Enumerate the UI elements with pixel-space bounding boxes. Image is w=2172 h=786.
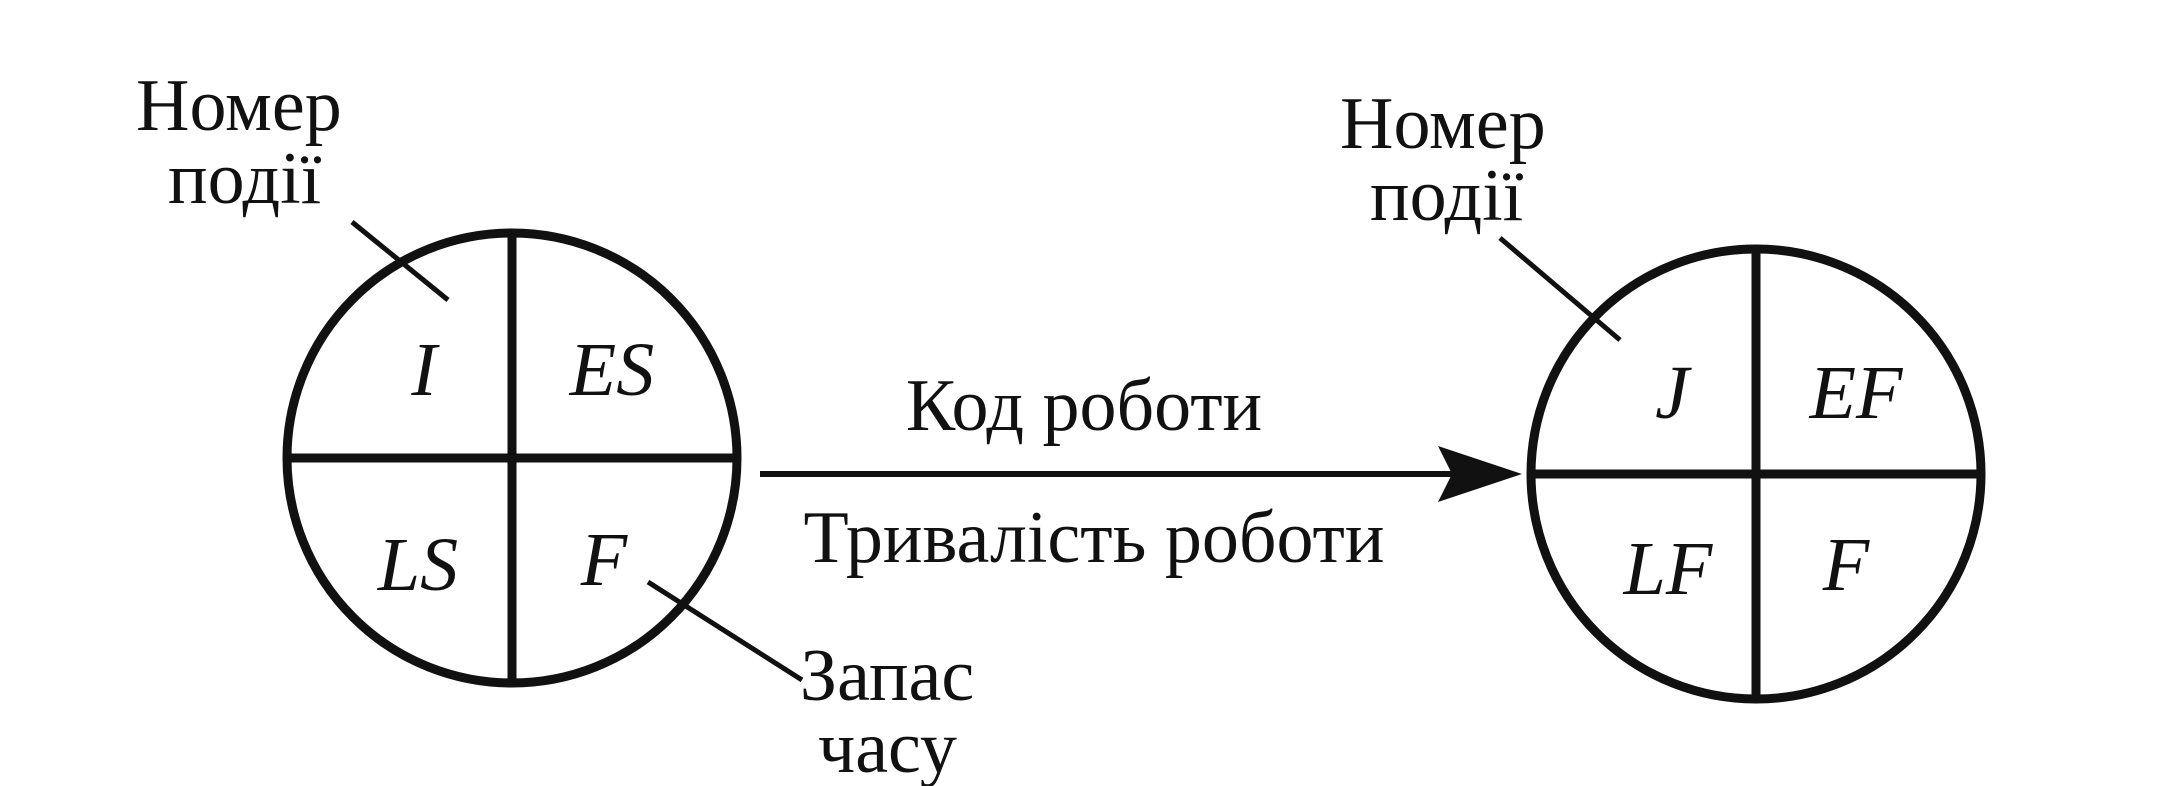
right-node-event-number: J <box>1655 351 1692 435</box>
right-node-early-finish: EF <box>1809 351 1904 435</box>
right-event-number-label-line2: події <box>1370 155 1524 237</box>
left-event-number-label-line1: Номер <box>136 65 342 147</box>
activity-duration-label: Тривалість роботи <box>804 497 1385 579</box>
left-node-late-start: LS <box>377 523 458 607</box>
right-node-float: F <box>1822 523 1871 607</box>
slack-label-line1: Запас <box>800 635 974 717</box>
left-event-number-label-line2: події <box>168 138 322 220</box>
left-event-node: I ES LS F <box>282 228 742 688</box>
left-node-early-start: ES <box>569 328 654 412</box>
left-node-float: F <box>580 518 629 602</box>
right-event-number-label-line1: Номер <box>1340 83 1546 165</box>
activity-arrowhead <box>1438 446 1522 502</box>
activity-arrow <box>760 446 1522 502</box>
left-event-number-leader <box>350 220 450 302</box>
right-event-node: J EF LF F <box>1526 244 1986 704</box>
slack-label-line2: часу <box>818 707 957 786</box>
left-node-event-number: I <box>410 328 440 412</box>
right-event-number-leader <box>1498 236 1622 342</box>
right-node-late-finish: LF <box>1623 527 1714 611</box>
slack-leader <box>646 579 804 683</box>
activity-code-label: Код роботи <box>906 365 1262 447</box>
